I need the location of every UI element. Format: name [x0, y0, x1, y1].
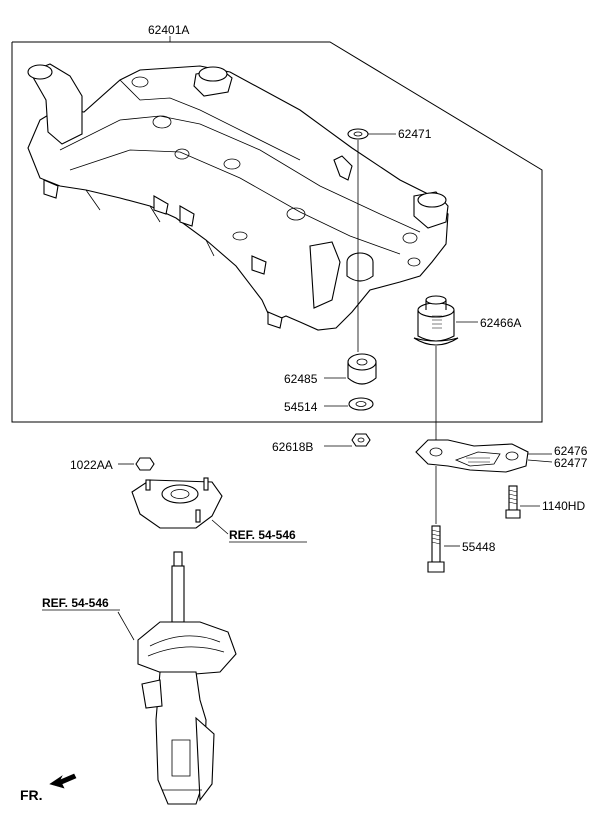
- bolt-short-part: [505, 485, 521, 519]
- washer-top-part: [347, 128, 369, 140]
- label-nut: 62618B: [272, 440, 313, 454]
- label-washer-top: 62471: [398, 127, 432, 141]
- mount-nut-part: [135, 457, 155, 471]
- leader-lines: [117, 36, 553, 641]
- label-bolt-short: 1140HD: [542, 499, 585, 513]
- subframe-crossmember: [27, 63, 449, 331]
- label-front-marker: FR.: [20, 787, 43, 803]
- label-bushing-rear: 62466A: [480, 316, 521, 330]
- bracket-part: [415, 439, 529, 473]
- label-bracket-rh: 62477: [554, 456, 588, 470]
- strut-assembly: [137, 551, 237, 805]
- label-bolt-long: 55448: [462, 540, 496, 554]
- label-subframe: 62401A: [148, 23, 189, 37]
- bushing-rear-part: [413, 295, 459, 346]
- front-arrow-icon: [49, 773, 77, 789]
- strut-top-mount: [131, 477, 223, 529]
- bushing-front-part: [347, 353, 377, 385]
- label-ref-mount: REF. 54-546: [229, 528, 296, 542]
- label-bushing-front: 62485: [284, 372, 318, 386]
- label-washer: 54514: [284, 400, 318, 414]
- label-nut-mount: 1022AA: [70, 458, 113, 472]
- assembly-frame: [11, 41, 543, 423]
- nut-part: [351, 433, 371, 447]
- label-bracket-lh: 62476: [554, 444, 588, 458]
- washer-part: [348, 397, 374, 411]
- label-ref-strut: REF. 54-546: [42, 596, 109, 610]
- bolt-long-part: [427, 466, 445, 573]
